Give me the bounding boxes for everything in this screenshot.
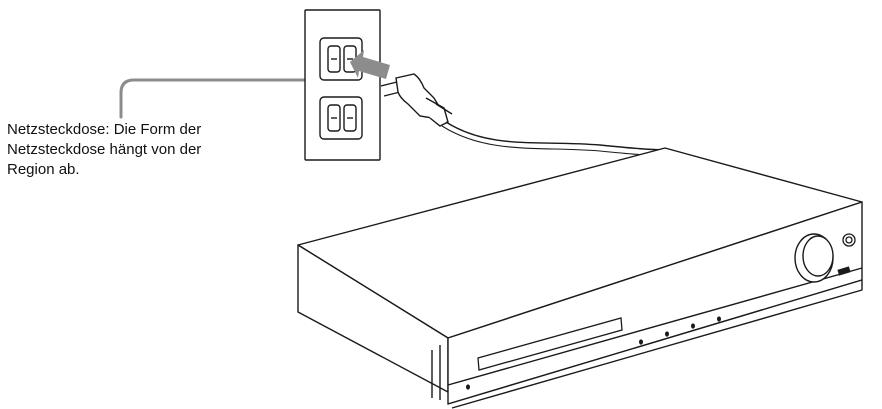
front-panel-buttons [466, 316, 721, 390]
headphone-jack-icon [842, 233, 856, 247]
insert-arrow-icon [350, 50, 390, 79]
usb-port-icon [837, 266, 851, 276]
av-receiver-icon [297, 147, 863, 409]
callout-label: Netzsteckdose: Die Form der Netzsteckdos… [7, 121, 202, 178]
button-icon [691, 323, 695, 329]
button-icon [717, 316, 721, 322]
power-indicator-icon [466, 384, 470, 390]
power-cord-edge [441, 125, 671, 156]
callout-leader-line [119, 78, 317, 119]
button-icon [665, 331, 669, 337]
power-plug-icon [380, 73, 453, 127]
volume-knob-icon [794, 233, 834, 283]
wall-outlet-icon [304, 9, 381, 161]
button-icon [639, 339, 643, 345]
display-window [477, 317, 623, 371]
power-cord [445, 121, 673, 151]
